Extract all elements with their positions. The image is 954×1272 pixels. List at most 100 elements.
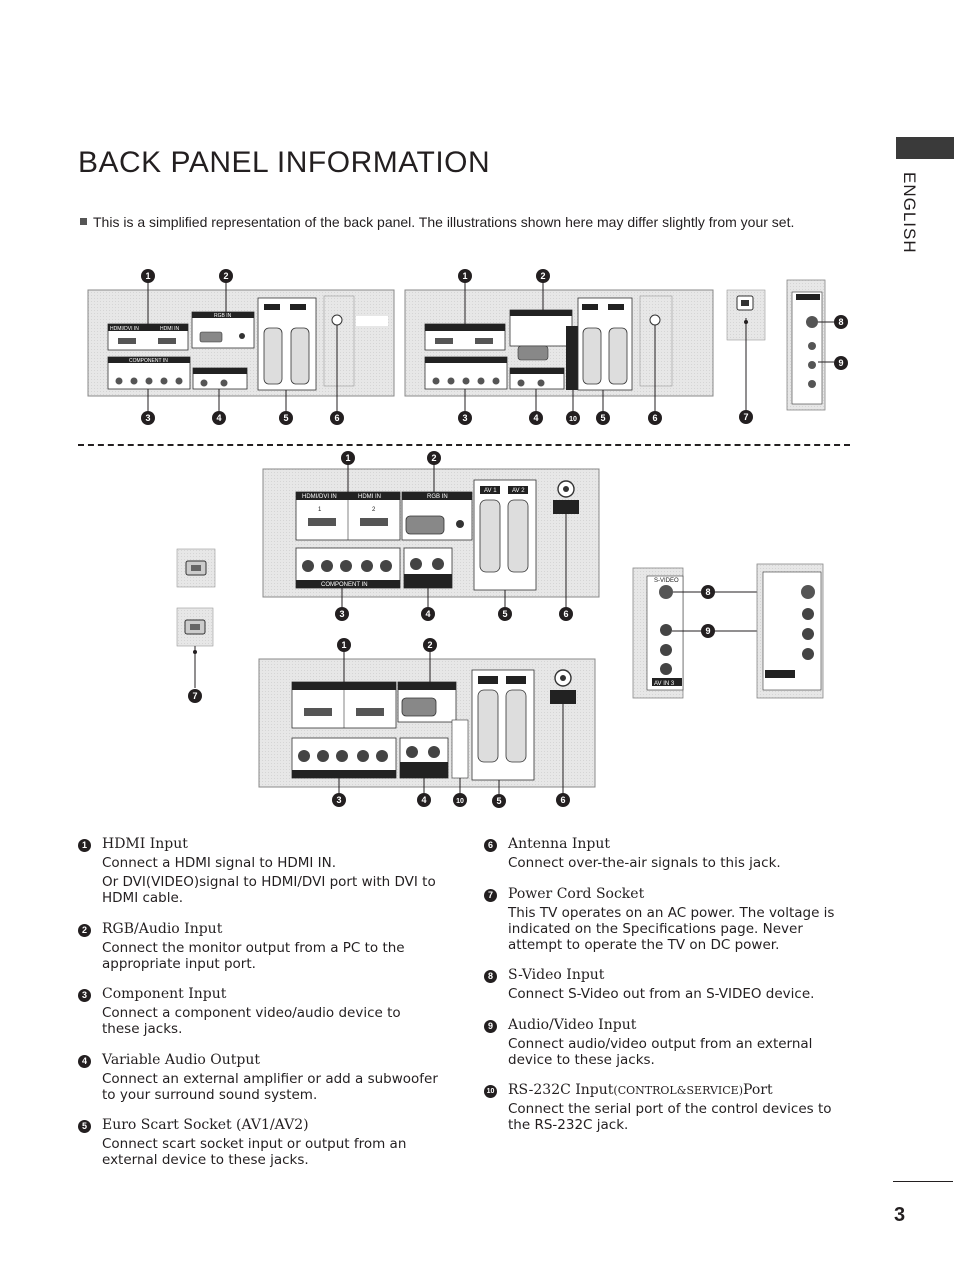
svg-text:1: 1 [345,453,350,463]
desc-body: Connect audio/video output from an exter… [508,1036,848,1071]
desc-body: Connect a HDMI signal to HDMI IN. Or DVI… [102,855,442,909]
svg-text:4: 4 [425,609,430,619]
callout-6: 6 [330,411,344,425]
svg-text:2: 2 [427,640,432,650]
desc-line: Connect the monitor output from a PC to … [102,940,405,972]
desc-body: Connect over-the-air signals to this jac… [508,855,848,874]
desc-heading-tail: Port [743,1082,773,1098]
desc-number: 6 [484,839,497,852]
svg-text:10: 10 [456,798,464,805]
s-video-label: S-VIDEO [654,578,679,584]
callout-7: 7 [739,410,753,424]
section-divider [78,444,850,446]
svg-text:9: 9 [838,358,843,368]
av2-label: AV 2 [512,488,525,494]
hdmi-dvi-label: HDMI/DVI IN [110,326,139,332]
desc-body: Connect the monitor output from a PC to … [102,940,442,975]
svg-text:2: 2 [540,271,545,281]
svg-text:8: 8 [705,587,710,597]
desc-line: Connect over-the-air signals to this jac… [508,855,781,871]
desc-body: Connect an external amplifier or add a s… [102,1071,442,1106]
desc-heading-main: RS-232C Input [508,1082,614,1098]
svg-text:2: 2 [431,453,436,463]
callout-3d: 3 [332,793,346,807]
desc-number: 8 [484,970,497,983]
component-in-label-mid: COMPONENT IN [321,582,368,588]
desc-heading: Euro Scart Socket (AV1/AV2) [102,1117,309,1133]
power-sockets-middle [176,548,216,688]
desc-heading: Audio/Video Input [508,1017,637,1033]
desc-number: 1 [78,839,91,852]
rgb-in-label: RGB IN [214,313,232,319]
desc-number: 10 [484,1085,497,1098]
svg-text:6: 6 [563,609,568,619]
svg-text:6: 6 [334,413,339,423]
svg-text:5: 5 [502,609,507,619]
svg-text:3: 3 [339,609,344,619]
language-tab-marker [896,137,954,159]
panel-middle: HDMI/DVI IN HDMI IN 1 2 RGB IN COMPONENT… [262,462,600,607]
callout-5: 5 [279,411,293,425]
panel-bottom [258,652,596,794]
desc-heading: RGB/Audio Input [102,921,223,937]
language-tab-label: ENGLISH [900,172,919,254]
desc-heading: HDMI Input [102,836,188,852]
svg-text:8: 8 [838,317,843,327]
svg-text:4: 4 [216,413,221,423]
desc-body: This TV operates on an AC power. The vol… [508,905,848,956]
desc-heading: Power Cord Socket [508,886,645,902]
callout-4d: 4 [417,793,431,807]
callout-1c: 1 [341,451,355,465]
desc-heading: Variable Audio Output [102,1052,261,1068]
desc-line: Connect a component video/audio device t… [102,1005,401,1037]
av1-label: AV 1 [484,488,497,494]
av-in-3-label: AV IN 3 [654,681,675,687]
svg-text:5: 5 [600,413,605,423]
svg-text:6: 6 [560,795,565,805]
desc-heading-small: (CONTROL&SERVICE) [613,1084,743,1097]
hdmi-dvi-label-mid: HDMI/DVI IN [302,494,337,500]
callout-4c: 4 [421,607,435,621]
port-1-label: 1 [318,507,322,513]
svg-text:2: 2 [223,271,228,281]
callout-8c: 8 [701,585,715,599]
callout-6d: 6 [556,793,570,807]
rgb-in-label-mid: RGB IN [427,494,448,500]
desc-number: 5 [78,1120,91,1133]
intro-text: This is a simplified representation of t… [93,214,795,230]
desc-line: Connect S-Video out from an S-VIDEO devi… [508,986,815,1002]
hdmi-label: HDMI IN [160,326,180,332]
svg-text:3: 3 [336,795,341,805]
desc-number: 2 [78,924,91,937]
svg-text:9: 9 [705,626,710,636]
desc-body: Connect a component video/audio device t… [102,1005,442,1040]
desc-number: 3 [78,989,91,1002]
port-2-label: 2 [372,507,376,513]
panel-top-right [404,282,714,412]
svg-text:5: 5 [283,413,288,423]
desc-line: Or DVI(VIDEO)signal to HDMI/DVI port wit… [102,874,436,906]
callout-5b: 5 [596,411,610,425]
svg-text:3: 3 [145,413,150,423]
desc-line: Connect scart socket input or output fro… [102,1136,407,1168]
desc-line: Connect a HDMI signal to HDMI IN. [102,855,337,871]
callout-10d: 10 [453,793,467,807]
svg-text:1: 1 [341,640,346,650]
desc-heading: S-Video Input [508,967,605,983]
callout-6c: 6 [559,607,573,621]
svg-text:5: 5 [496,796,501,806]
callout-9: 9 [834,356,848,370]
callout-8: 8 [834,315,848,329]
page-number: 3 [894,1204,906,1226]
callout-2d: 2 [423,638,437,652]
side-av-middle-left: S-VIDEO AV IN 3 [632,567,790,699]
svg-text:4: 4 [421,795,426,805]
desc-heading: Component Input [102,986,227,1002]
callout-10b: 10 [566,411,580,425]
callout-6b: 6 [648,411,662,425]
svg-text:7: 7 [192,691,197,701]
desc-line: This TV operates on an AC power. The vol… [508,905,835,953]
desc-number: 4 [78,1055,91,1068]
svg-text:10: 10 [569,416,577,423]
desc-heading: RS-232C Input(CONTROL&SERVICE)Port [508,1082,773,1098]
